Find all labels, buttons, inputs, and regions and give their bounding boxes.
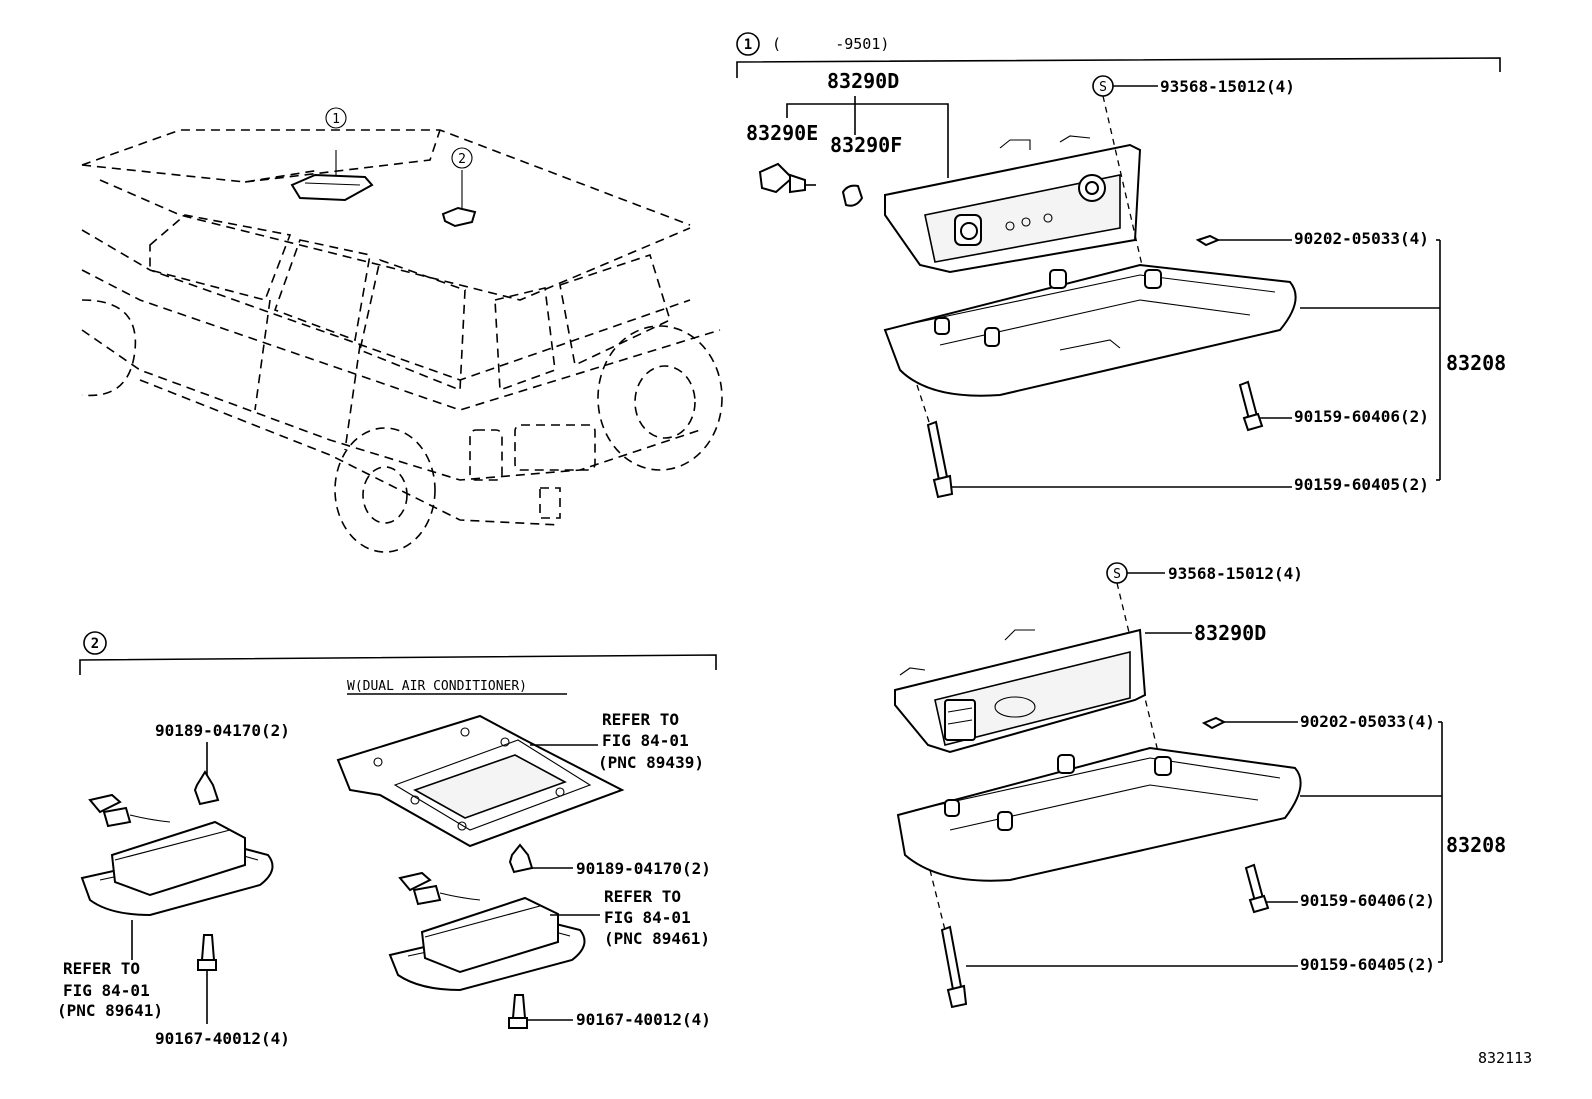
section-1-range: ( -9501) [772, 35, 889, 53]
condition-label: W(DUAL AIR CONDITIONER) [347, 679, 527, 694]
refer-plate-3: (PNC 89439) [598, 753, 704, 772]
bulb-83290f [841, 184, 864, 207]
label-60406-bottom: 90159-60406(2) [1300, 891, 1435, 910]
label-83208-top: 83208 [1446, 351, 1506, 375]
refer-right-3: (PNC 89461) [604, 929, 710, 948]
vehicle-marker-1: 1 [332, 112, 340, 127]
label-90202-bottom: 90202-05033(4) [1300, 712, 1435, 731]
lamp-right [388, 871, 586, 992]
refer-left-1: REFER TO [63, 959, 140, 978]
base-tray-top [883, 263, 1297, 397]
refer-right-1: REFER TO [604, 887, 681, 906]
lamp-housing-bottom [894, 628, 1147, 754]
screw-90167-left [197, 934, 217, 971]
label-60405-bottom: 90159-60405(2) [1300, 955, 1435, 974]
section-1-marker: 1 [744, 37, 752, 53]
label-93568-bottom: 93568-15012(4) [1168, 564, 1303, 583]
section-1: 1 ( -9501) 83290D 83290E 83290F [736, 32, 1506, 499]
bulb-83290e [758, 162, 816, 194]
screw-90167-right [508, 994, 528, 1029]
refer-right-2: FIG 84-01 [604, 908, 691, 927]
section-1b: S 93568-15012(4) 83290D 90202-05033(4) [894, 562, 1506, 1009]
base-tray-bottom [896, 746, 1302, 882]
lamp-housing-top [884, 135, 1142, 274]
vehicle-illustration: 1 2 [81, 107, 723, 553]
label-90167-right: 90167-40012(4) [576, 1010, 711, 1029]
section-2: 2 W(DUAL AIR CONDITIONER) 90189-04170(2)… [57, 631, 717, 1048]
screw-60406-bottom [1244, 863, 1270, 914]
refer-left-2: FIG 84-01 [63, 981, 150, 1000]
clip-90189-left [193, 770, 220, 806]
s-symbol-top: S [1099, 80, 1107, 95]
label-83290d-bottom: 83290D [1194, 621, 1266, 645]
label-83290e: 83290E [746, 121, 818, 145]
label-93568-top: 93568-15012(4) [1160, 77, 1295, 96]
section-2-marker: 2 [91, 636, 99, 652]
label-90189-right: 90189-04170(2) [576, 859, 711, 878]
label-90202-top: 90202-05033(4) [1294, 229, 1429, 248]
label-83290d-top: 83290D [827, 69, 899, 93]
s-symbol-bottom: S [1113, 567, 1121, 582]
label-90189-left: 90189-04170(2) [155, 721, 290, 740]
figure-number: 832113 [1478, 1049, 1532, 1067]
label-60406-top: 90159-60406(2) [1294, 407, 1429, 426]
clip-90189-right [508, 843, 534, 874]
refer-left-3: (PNC 89641) [57, 1001, 163, 1020]
screw-60405-bottom [940, 925, 968, 1009]
vehicle-marker-2: 2 [458, 152, 466, 167]
refer-plate-2: FIG 84-01 [602, 731, 689, 750]
label-83208-bottom: 83208 [1446, 833, 1506, 857]
label-90167-left: 90167-40012(4) [155, 1029, 290, 1048]
refer-plate-1: REFER TO [602, 710, 679, 729]
lamp-left [80, 793, 274, 917]
label-60405-top: 90159-60405(2) [1294, 475, 1429, 494]
label-83290f: 83290F [830, 133, 902, 157]
mounting-plate [336, 714, 625, 848]
screw-60405-top [926, 420, 954, 499]
screw-60406-top [1238, 380, 1264, 432]
